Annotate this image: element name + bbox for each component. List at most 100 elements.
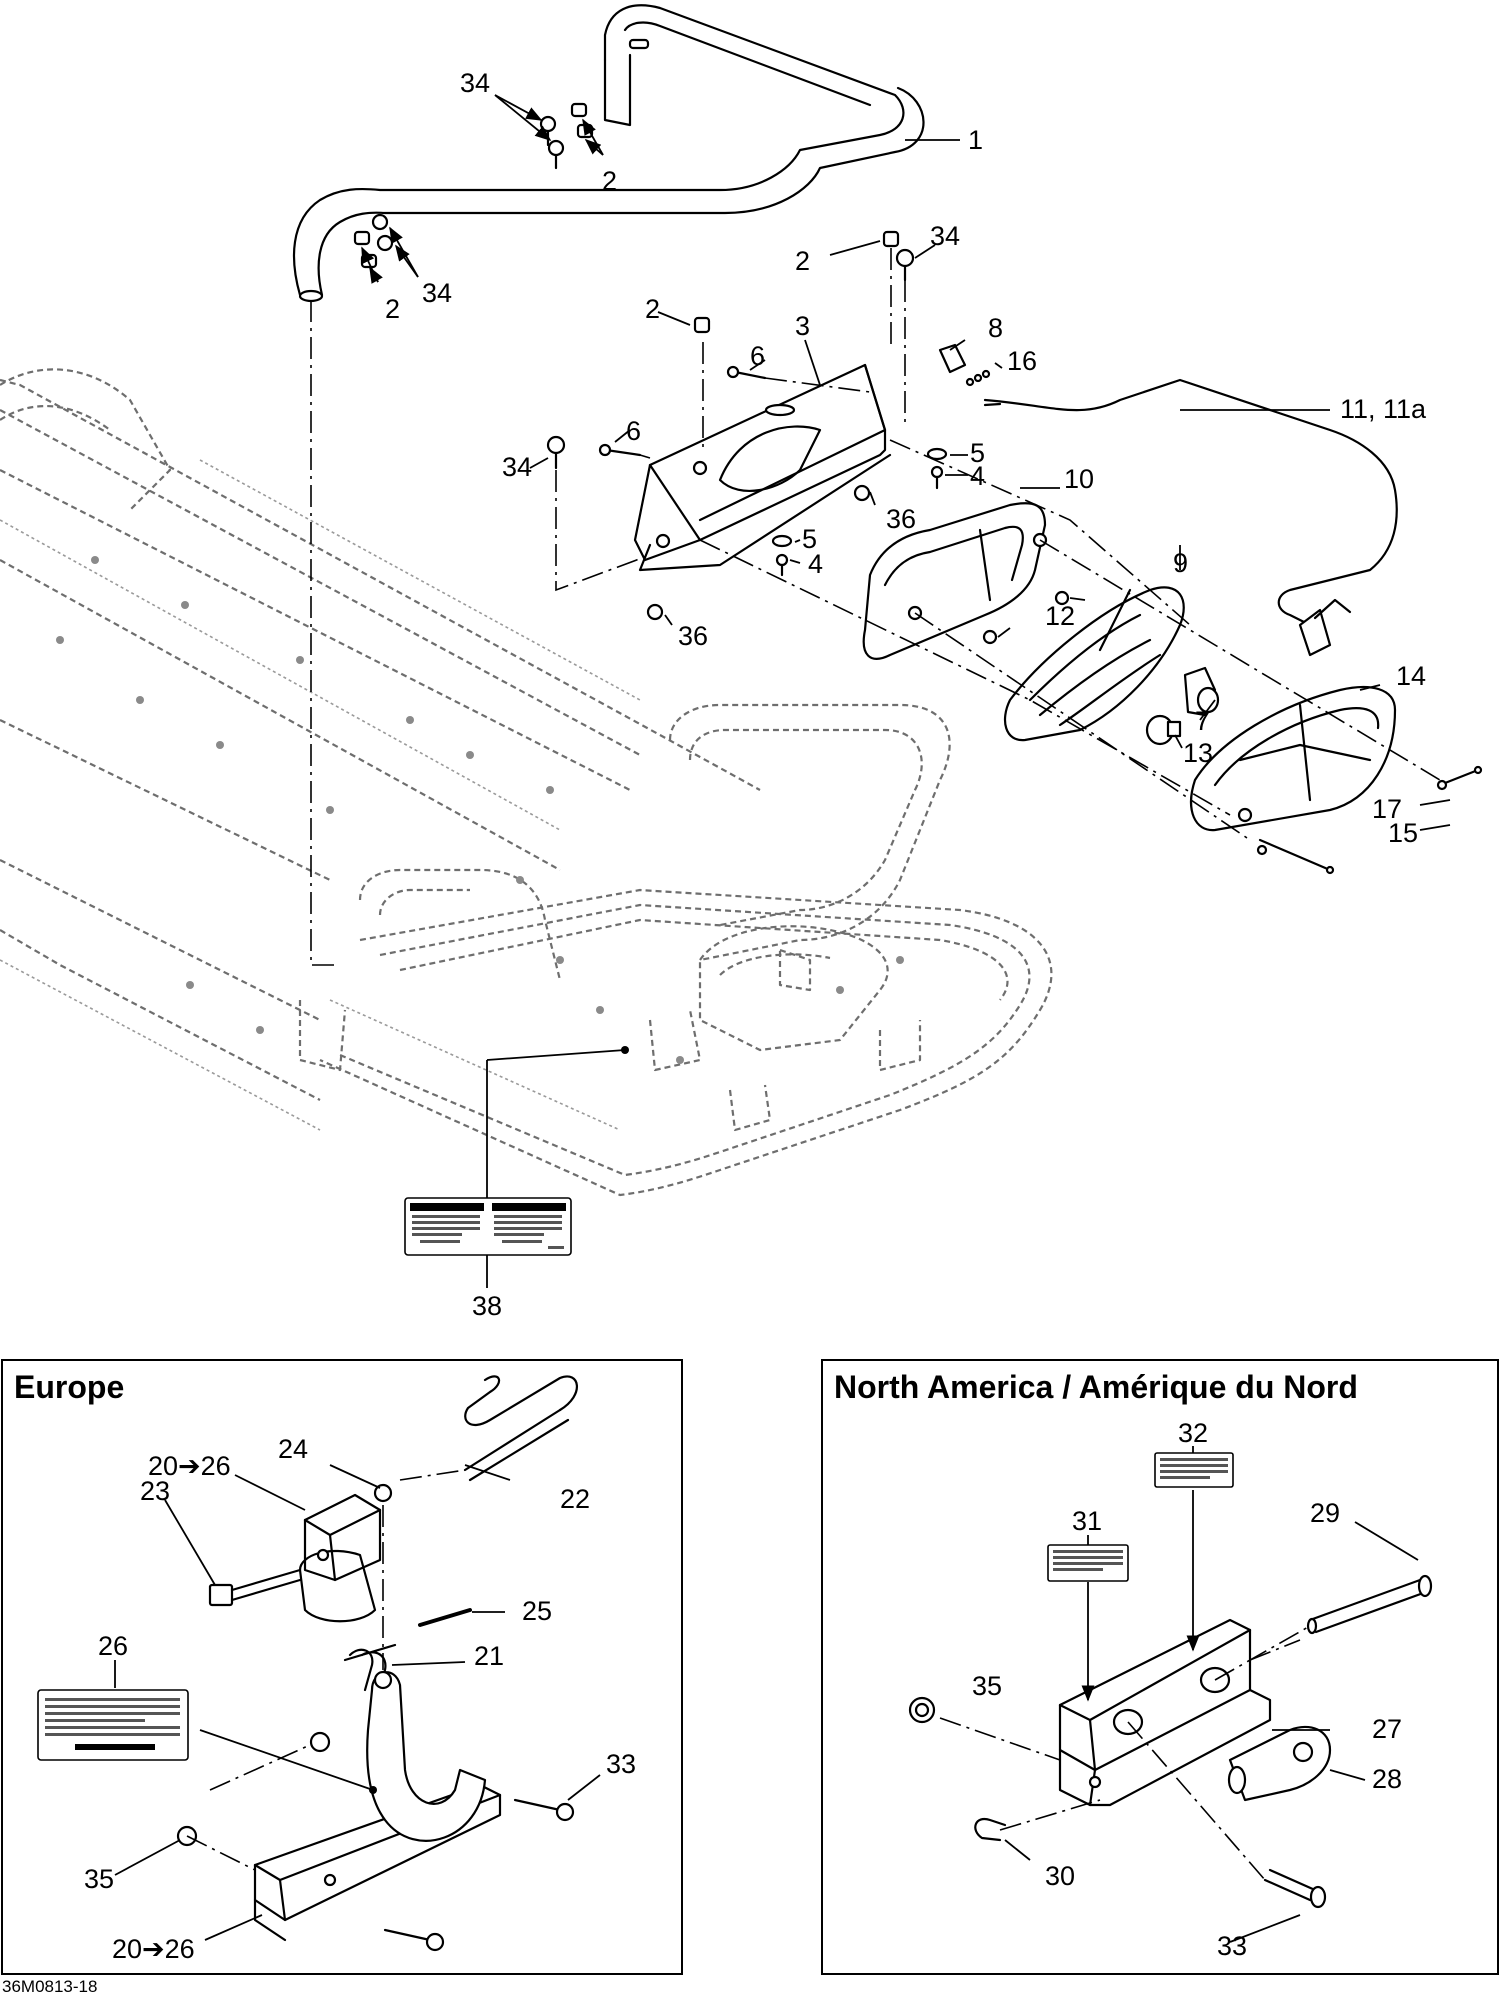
- washer-17-b: [1256, 844, 1268, 856]
- nut-36-a: [853, 484, 871, 502]
- taillight-lens-part: [1190, 686, 1397, 832]
- callout-34-a: 34: [460, 68, 490, 98]
- europe-title: Europe: [14, 1369, 124, 1405]
- callout-5-a: 5: [970, 438, 985, 468]
- na-callout-33: 33: [1217, 1931, 1247, 1961]
- hitch-base-part: [253, 1670, 502, 1942]
- taillight-bracket-part: [633, 363, 892, 572]
- washer-5-a: [926, 447, 948, 461]
- main-callout-labels: 1 2 2 2 2 3 4 4 5 5 6 6 7 8 9 10 11, 11a…: [385, 68, 1427, 1321]
- washer-5-b: [771, 534, 793, 548]
- europe-callout-23: 23: [140, 1476, 170, 1506]
- na-callout-32: 32: [1178, 1418, 1208, 1448]
- callout-13: 13: [1183, 738, 1213, 768]
- callout-4-a: 4: [970, 461, 985, 491]
- na-clip-30: [974, 1817, 1007, 1842]
- spring-part: [343, 1643, 397, 1697]
- main-hardware: [353, 102, 1483, 875]
- callout-6-b: 6: [626, 416, 641, 446]
- na-drawbar: [1227, 1725, 1332, 1802]
- connector-part: [938, 343, 991, 387]
- na-decal-31: [1047, 1544, 1129, 1582]
- callout-2-left: 2: [385, 294, 400, 324]
- na-callout-28: 28: [1372, 1764, 1402, 1794]
- callout-11: 11, 11a: [1340, 394, 1427, 424]
- spacer-2-a: [570, 102, 588, 118]
- taillight-housing-part: [862, 502, 1048, 660]
- spacer-2-e: [882, 230, 900, 248]
- europe-callout-20-26-top: 20➔26: [148, 1451, 231, 1481]
- north-america-box: North America / Amérique du Nord: [821, 1359, 1499, 1975]
- callout-15: 15: [1388, 818, 1418, 848]
- callout-8: 8: [988, 313, 1003, 343]
- europe-callout-26: 26: [98, 1631, 128, 1661]
- hitch-coupler-part: [298, 1493, 382, 1623]
- hitch-nut-35-b: [309, 1731, 331, 1753]
- na-callout-31: 31: [1072, 1506, 1102, 1536]
- na-nut-35: [908, 1696, 936, 1724]
- europe-box: Europe: [1, 1359, 683, 1975]
- screw-34-e: [895, 248, 915, 282]
- europe-callout-20-26-bottom: 20➔26: [112, 1934, 195, 1964]
- hitch-bolt-33-b: [383, 1928, 445, 1952]
- screw-34-f: [546, 435, 566, 470]
- callout-36-b: 36: [678, 621, 708, 651]
- spacer-2-c: [353, 230, 371, 246]
- callout-4-b: 4: [808, 549, 823, 579]
- na-callout-29: 29: [1310, 1498, 1340, 1528]
- callout-36-a: 36: [886, 504, 916, 534]
- hitch-bolt-part: [208, 1568, 302, 1607]
- na-hitch-pin: [1306, 1574, 1433, 1635]
- wiring-harness-part: [983, 378, 1398, 657]
- callout-5-b: 5: [802, 524, 817, 554]
- callout-34-b: 34: [422, 278, 452, 308]
- nut-12-a: [1054, 590, 1070, 606]
- europe-callout-33: 33: [606, 1749, 636, 1779]
- screw-6-b: [598, 443, 642, 457]
- callout-16: 16: [1007, 346, 1037, 376]
- nut-12-b: [982, 629, 998, 645]
- spring-pin-part: [418, 1608, 472, 1627]
- screw-15-b: [1258, 838, 1335, 875]
- socket-part: [1183, 666, 1220, 717]
- screw-4-a: [930, 465, 944, 490]
- callout-14: 14: [1396, 661, 1426, 691]
- europe-callout-25: 25: [522, 1596, 552, 1626]
- callout-6-a: 6: [750, 341, 765, 371]
- callout-10: 10: [1064, 464, 1094, 494]
- europe-callout-22: 22: [560, 1484, 590, 1514]
- screw-34-d: [376, 234, 394, 252]
- callout-7: 7: [1195, 706, 1210, 736]
- nut-36-b: [646, 603, 664, 621]
- callout-34-d: 34: [502, 452, 532, 482]
- screw-6-a: [726, 365, 767, 380]
- bulb-part: [1145, 714, 1182, 746]
- hitch-bolt-33-a: [513, 1798, 575, 1822]
- callout-9: 9: [1173, 548, 1188, 578]
- na-callout-35: 35: [972, 1671, 1002, 1701]
- na-bolt-33: [1263, 1868, 1327, 1909]
- europe-callout-21: 21: [474, 1641, 504, 1671]
- snowmobile-rear-ghost: [0, 368, 1053, 1197]
- reflector-part: [1003, 586, 1185, 742]
- europe-callout-24: 24: [278, 1434, 308, 1464]
- callout-17: 17: [1372, 794, 1402, 824]
- callout-2-right: 2: [795, 246, 810, 276]
- callout-38: 38: [472, 1291, 502, 1321]
- washer-17-a: [1436, 779, 1448, 791]
- hitch-decal-26: [37, 1689, 189, 1761]
- callout-3: 3: [795, 311, 810, 341]
- callout-2-top: 2: [602, 166, 617, 196]
- callout-2-mid: 2: [645, 294, 660, 324]
- callout-12: 12: [1045, 601, 1075, 631]
- callout-1: 1: [968, 125, 983, 155]
- na-callout-27: 27: [1372, 1714, 1402, 1744]
- screw-4-b: [775, 553, 789, 577]
- spacer-2-f: [693, 316, 711, 334]
- hitch-pin-part: [463, 1375, 578, 1482]
- hitch-nut-part: [373, 1483, 393, 1503]
- europe-callout-35: 35: [84, 1864, 114, 1894]
- main-leaders: [361, 94, 1451, 1198]
- screw-34-c: [371, 213, 389, 231]
